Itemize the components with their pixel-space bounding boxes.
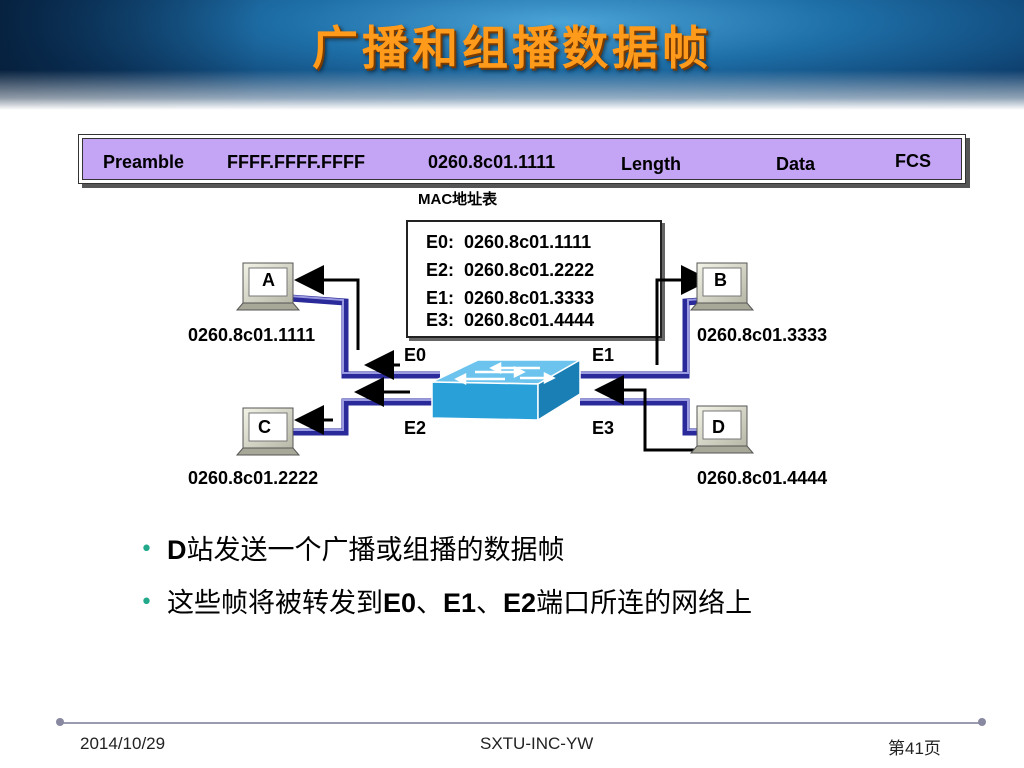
port-e0-label: E0: [404, 345, 427, 365]
arrow-from-d: [594, 375, 707, 452]
station-a-label: A: [262, 270, 275, 290]
footer-divider: [60, 722, 982, 724]
pc-icon-c: [235, 407, 301, 456]
mac-table-title: MAC地址表: [418, 191, 498, 208]
frame-src-mac: 0260.8c01.1111: [428, 152, 556, 172]
footer-org: SXTU-INC-YW: [480, 734, 594, 753]
header-banner: [0, 0, 1024, 110]
station-b-label: B: [714, 270, 727, 290]
pc-icon-b: [689, 262, 755, 311]
port-e2-label: E2: [404, 418, 427, 438]
frame-data: Data: [776, 154, 816, 174]
bullet-dot-icon: •: [140, 590, 153, 615]
arrow-to-a: [294, 265, 360, 350]
station-d-label: D: [712, 417, 725, 437]
arrow-to-b: [655, 265, 711, 365]
footer-dot-right: [978, 718, 986, 726]
frame-length: Length: [621, 154, 681, 174]
station-b-mac: 0260.8c01.3333: [697, 325, 828, 345]
station-d-mac: 0260.8c01.4444: [697, 468, 828, 488]
mac-table-row: E0: 0260.8c01.1111: [426, 232, 592, 252]
frame-format-bar: Preamble FFFF.FFFF.FFFF 0260.8c01.1111 L…: [78, 134, 966, 184]
port-e1-label: E1: [592, 345, 615, 365]
footer-page-number: 第41页: [888, 739, 941, 758]
station-c-label: C: [258, 417, 271, 437]
forwarding-arrows: [294, 265, 711, 452]
pc-icon-d: [689, 405, 755, 454]
station-c-mac: 0260.8c01.2222: [188, 468, 319, 488]
pc-icon-a: [235, 262, 301, 311]
station-a-mac: 0260.8c01.1111: [188, 325, 316, 345]
mac-table-row: E2: 0260.8c01.2222: [426, 260, 595, 280]
frame-dest-mac: FFFF.FFFF.FFFF: [227, 152, 365, 172]
frame-preamble: Preamble: [103, 152, 185, 172]
frame-fcs: FCS: [895, 151, 931, 171]
bullet-item: •这些帧将被转发到E0、E1、E2端口所连的网络上: [140, 588, 753, 619]
footer-date: 2014/10/29: [80, 734, 166, 753]
footer-dot-left: [56, 718, 64, 726]
mac-address-table: E0: 0260.8c01.1111 E2: 0260.8c01.2222 E1…: [406, 220, 662, 338]
bullet-item: •D站发送一个广播或组播的数据帧: [140, 535, 565, 566]
slide-title: 广播和组播数据帧: [312, 21, 712, 75]
bullet-list: •D站发送一个广播或组播的数据帧 •这些帧将被转发到E0、E1、E2端口所连的网…: [140, 528, 752, 634]
mac-table-row: E3: 0260.8c01.4444: [426, 310, 595, 330]
bullet-dot-icon: •: [140, 537, 153, 562]
switch-icon: [431, 358, 583, 422]
port-e3-label: E3: [592, 418, 615, 438]
mac-table-row: E1: 0260.8c01.3333: [426, 288, 595, 308]
header-swirl: [0, 70, 1024, 110]
